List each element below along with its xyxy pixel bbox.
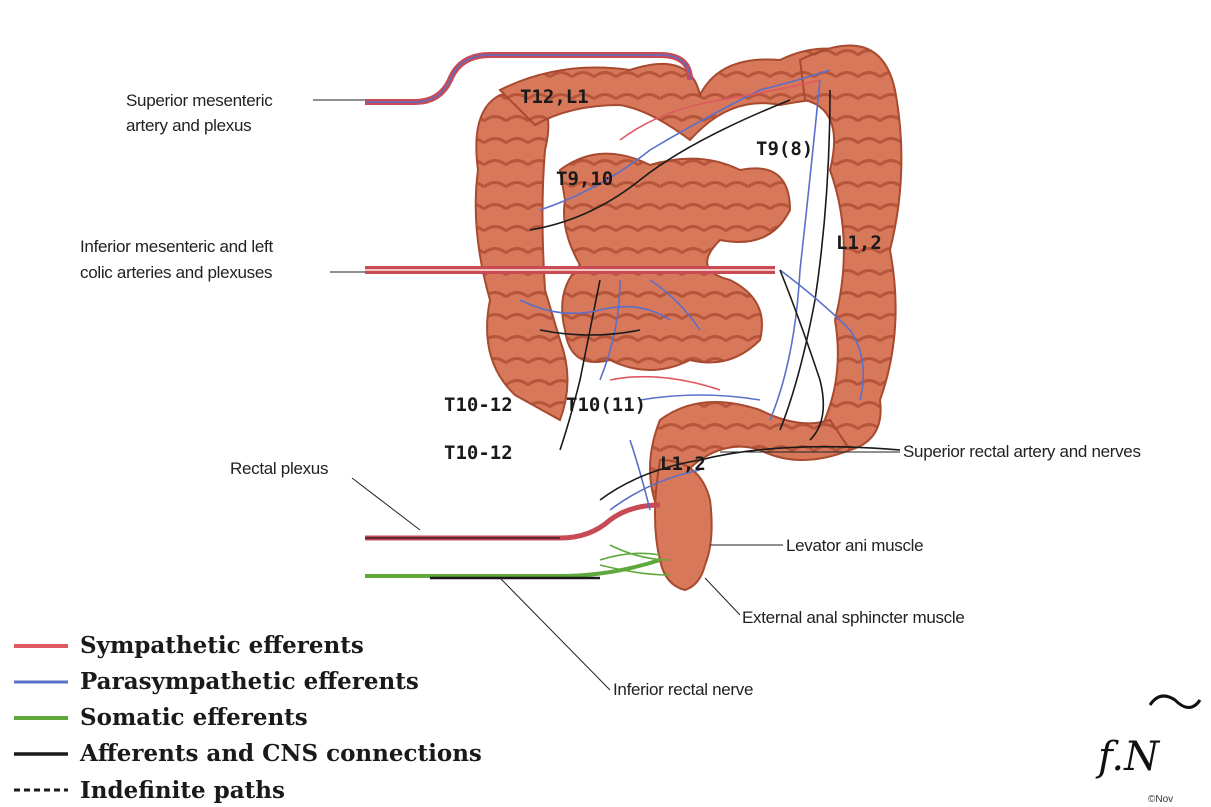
segment-t9-8: T9(8) <box>756 138 813 160</box>
signature-mark: f.N <box>1095 734 1161 780</box>
legend-item-indefinite: Indefinite paths <box>14 777 285 804</box>
segment-t10-12-a: T10-12 <box>444 394 513 416</box>
ascending-colon <box>476 90 568 420</box>
segment-t9-10: T9,10 <box>556 168 613 190</box>
label-levator-ani: Levator ani muscle <box>786 536 923 555</box>
legend-item-parasympathetic: Parasympathetic efferents <box>14 668 419 695</box>
label-inferior-rectal: Inferior rectal nerve <box>613 680 753 699</box>
artist-signature: f.N ©Nov <box>1095 696 1200 805</box>
legend-item-somatic: Somatic efferents <box>14 704 308 731</box>
label-rectal-plexus: Rectal plexus <box>230 459 328 478</box>
legend-label-sympathetic: Sympathetic efferents <box>80 632 364 659</box>
legend-label-afferents: Afferents and CNS connections <box>79 740 482 767</box>
legend-label-parasympathetic: Parasympathetic efferents <box>80 668 419 695</box>
rectum <box>655 460 712 590</box>
legend-label-indefinite: Indefinite paths <box>80 777 285 804</box>
legend-item-sympathetic: Sympathetic efferents <box>14 632 364 659</box>
label-superior-rectal: Superior rectal artery and nerves <box>903 442 1141 461</box>
segment-l1-2-upper: L1,2 <box>836 232 882 254</box>
segment-t10-12-b: T10-12 <box>444 442 513 464</box>
label-inferior-mesenteric-2: colic arteries and plexuses <box>80 263 272 282</box>
signature-copyright: ©Nov <box>1148 794 1173 805</box>
label-superior-mesenteric-1: Superior mesenteric <box>126 91 273 110</box>
segment-l1-2-lower: L1,2 <box>660 453 706 475</box>
label-superior-mesenteric-2: artery and plexus <box>126 116 251 135</box>
label-external-anal: External anal sphincter muscle <box>742 608 965 627</box>
segment-t10-11: T10(11) <box>566 394 646 416</box>
legend-label-somatic: Somatic efferents <box>80 704 308 731</box>
legend: Sympathetic efferents Parasympathetic ef… <box>14 632 482 804</box>
label-inferior-mesenteric-1: Inferior mesenteric and left <box>80 237 273 256</box>
legend-item-afferents: Afferents and CNS connections <box>14 740 482 767</box>
segment-t12-l1: T12,L1 <box>520 86 589 108</box>
